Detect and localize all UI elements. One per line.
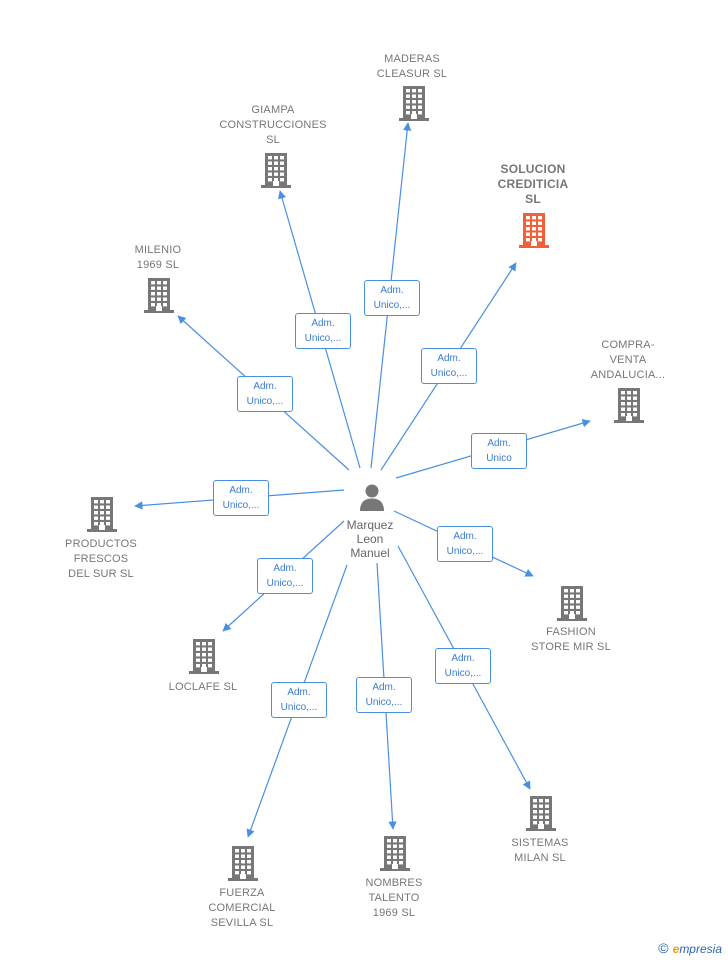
company-label-fuerza[interactable]: FUERZA COMERCIAL SEVILLA SL [208, 887, 276, 929]
role-label-nombres[interactable]: Adm. Unico,... [356, 677, 412, 713]
copyright-icon: © [658, 940, 669, 956]
brand-name: mpresia [679, 942, 722, 956]
building-icon-sistemas[interactable] [524, 795, 558, 831]
company-label-fashion[interactable]: FASHION STORE MIR SL [531, 626, 611, 653]
building-icon-nombres[interactable] [378, 835, 412, 871]
building-icon-loclafe[interactable] [187, 638, 221, 674]
building-icon-productos[interactable] [85, 496, 119, 532]
building-icon-fuerza[interactable] [226, 845, 260, 881]
role-label-solucion[interactable]: Adm. Unico,... [421, 348, 477, 384]
role-label-productos[interactable]: Adm. Unico,... [213, 480, 269, 516]
company-label-madeiras[interactable]: MADERAS CLEASUR SL [376, 53, 448, 80]
building-icon-fashion[interactable] [555, 585, 589, 621]
role-label-madeiras[interactable]: Adm. Unico,... [364, 280, 420, 316]
role-label-milenio[interactable]: Adm. Unico,... [237, 376, 293, 412]
company-label-loclafe[interactable]: LOCLAFE SL [168, 681, 238, 693]
role-label-fuerza[interactable]: Adm. Unico,... [271, 682, 327, 718]
company-label-compra[interactable]: COMPRA- VENTA ANDALUCIA... [590, 339, 666, 381]
company-label-solucion[interactable]: SOLUCION CREDITICIA SL [497, 162, 569, 206]
building-icon-giampa[interactable] [259, 152, 293, 188]
role-label-compra[interactable]: Adm. Unico [471, 433, 527, 469]
company-label-giampa[interactable]: GIAMPA CONSTRUCCIONES SL [219, 104, 327, 146]
company-label-nombres[interactable]: NOMBRES TALENTO 1969 SL [365, 877, 423, 919]
company-label-sistemas[interactable]: SISTEMAS MILAN SL [511, 837, 569, 864]
brand-e: e [672, 942, 680, 956]
person-icon [360, 484, 384, 511]
center-person-name: Marquez Leon Manuel [346, 518, 394, 560]
role-label-sistemas[interactable]: Adm. Unico,... [435, 648, 491, 684]
company-label-productos[interactable]: PRODUCTOS FRESCOS DEL SUR SL [65, 538, 137, 580]
role-label-fashion[interactable]: Adm. Unico,... [437, 526, 493, 562]
center-person[interactable] [357, 482, 387, 512]
role-label-giampa[interactable]: Adm. Unico,... [295, 313, 351, 349]
building-icon-compra[interactable] [612, 387, 646, 423]
footer-brand[interactable]: ©empresia [658, 940, 722, 956]
building-icon-madeiras[interactable] [397, 85, 431, 121]
building-icon-solucion[interactable] [517, 212, 551, 248]
building-icon-milenio[interactable] [142, 277, 176, 313]
company-label-milenio[interactable]: MILENIO 1969 SL [134, 244, 182, 271]
role-label-loclafe[interactable]: Adm. Unico,... [257, 558, 313, 594]
